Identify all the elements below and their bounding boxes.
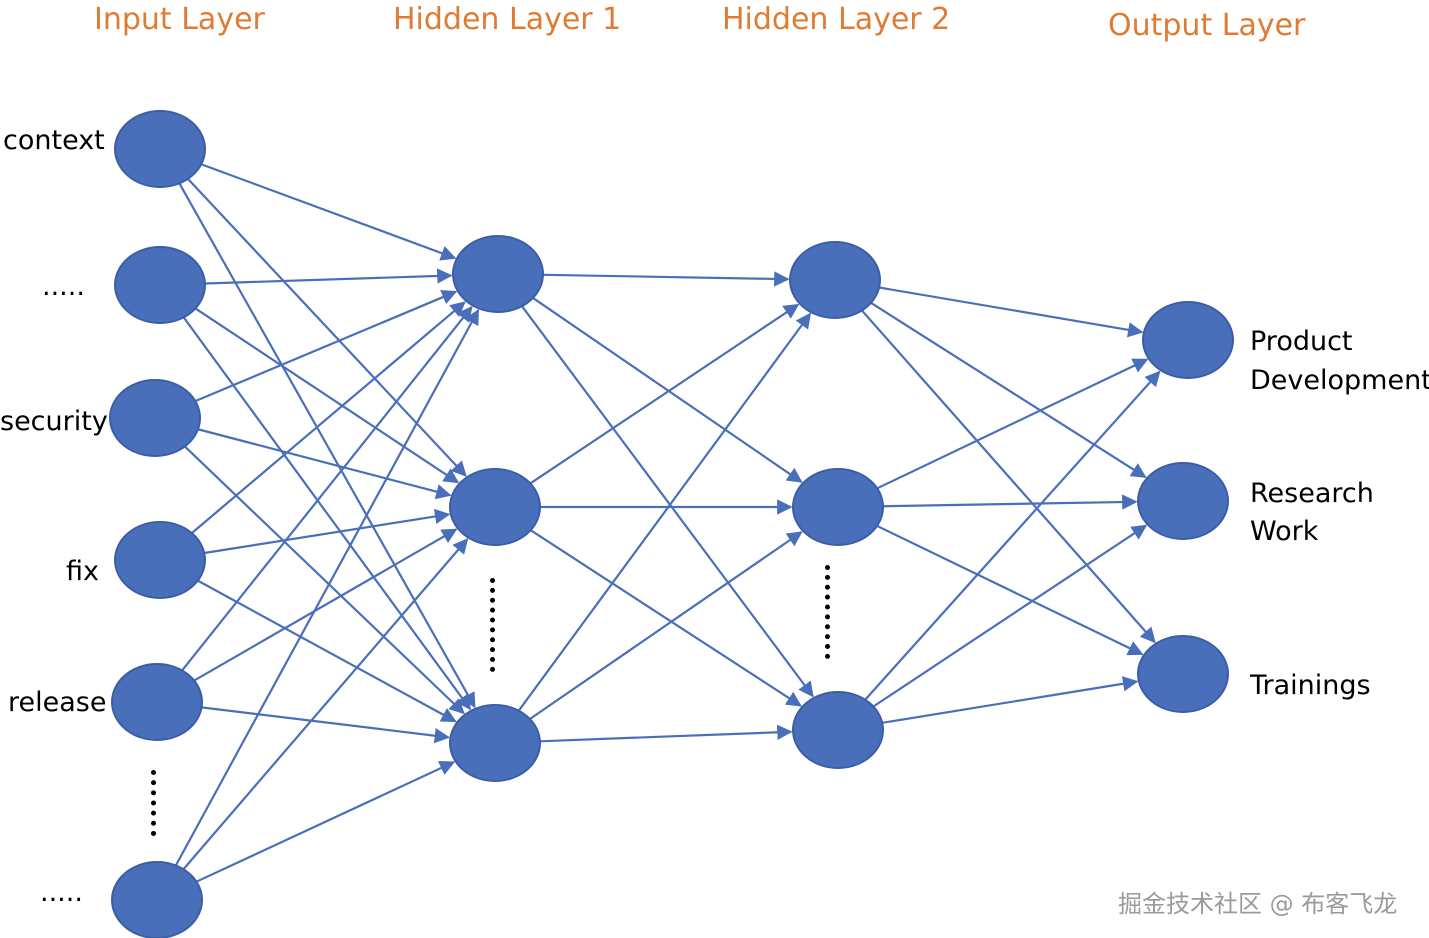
- hidden1-node-0: [452, 235, 544, 313]
- input-hidden1-edge-5-0: [174, 308, 480, 867]
- output-label-work: Work: [1250, 516, 1319, 547]
- input-label-context: context: [3, 125, 105, 156]
- input-label-fix: fix: [66, 556, 99, 587]
- input-layer-vertical-dots: [151, 770, 156, 836]
- hidden1-hidden2-edge-2-1: [529, 531, 803, 720]
- neuron-nodes: [109, 110, 1234, 938]
- input-hidden1-edge-4-2: [201, 706, 451, 744]
- input-hidden1-edge-3-0: [191, 301, 466, 534]
- input-node-3: [114, 521, 206, 599]
- hidden1-hidden2-edge-0-2: [521, 305, 814, 698]
- connection-edges: [174, 163, 1161, 883]
- input-node-4: [111, 663, 203, 741]
- hidden2-output-edge-0-0: [878, 286, 1144, 338]
- input-label-security: security: [0, 406, 108, 437]
- input-hidden1-edge-3-2: [197, 579, 457, 723]
- input-hidden1-edge-1-1: [194, 307, 460, 484]
- hidden2-output-edge-2-0: [864, 370, 1161, 701]
- hidden2-node-0: [789, 241, 881, 319]
- hidden2-output-edge-0-1: [870, 301, 1147, 479]
- hidden1-hidden2-edge-2-2: [539, 724, 793, 743]
- watermark-text: 掘金技术社区 @ 布客飞龙: [1118, 890, 1398, 918]
- input-hidden1-edge-2-1: [197, 428, 452, 500]
- hidden2-output-edge-1-0: [876, 358, 1149, 490]
- input-hidden1-edge-4-0: [181, 305, 473, 672]
- hidden-layer-1-vertical-dots: [490, 578, 495, 672]
- input-node-0: [114, 110, 206, 188]
- output-label-product: Product: [1250, 326, 1353, 357]
- output-node-0: [1142, 301, 1234, 379]
- hidden-layer-2-title: Hidden Layer 2: [722, 2, 951, 37]
- hidden1-hidden2-edge-1-0: [529, 303, 800, 485]
- input-node-1: [114, 246, 206, 324]
- input-hidden1-edge-5-2: [195, 761, 456, 883]
- input-hidden1-edge-1-0: [204, 268, 453, 285]
- hidden1-hidden2-edge-0-0: [542, 271, 790, 287]
- hidden2-node-2: [792, 691, 884, 769]
- hidden-layer-2-vertical-dots: [825, 565, 830, 659]
- input-node-5: [111, 861, 203, 938]
- input-label-release: release: [8, 687, 107, 718]
- hidden1-node-1: [449, 468, 541, 546]
- input-hidden1-edge-1-2: [182, 316, 472, 711]
- output-label-trainings: Trainings: [1250, 670, 1371, 701]
- hidden2-output-edge-0-2: [861, 309, 1156, 644]
- output-label-research: Research: [1250, 478, 1374, 509]
- input-hidden1-edge-4-1: [193, 528, 458, 682]
- input-hidden1-edge-0-2: [178, 182, 476, 709]
- input-node-2: [109, 379, 201, 457]
- input-label-ellipsis-2: .....: [40, 877, 83, 908]
- hidden-layer-1-title: Hidden Layer 1: [393, 2, 622, 37]
- input-hidden1-edge-2-2: [184, 445, 465, 715]
- hidden1-node-2: [449, 704, 541, 782]
- input-hidden1-edge-0-1: [187, 178, 467, 477]
- output-node-2: [1137, 635, 1229, 713]
- output-layer-title: Output Layer: [1108, 8, 1306, 43]
- hidden2-output-edge-2-1: [872, 524, 1148, 708]
- input-hidden1-edge-0-0: [200, 163, 457, 261]
- hidden1-hidden2-edge-1-2: [530, 529, 802, 707]
- hidden1-hidden2-edge-0-1: [532, 297, 803, 483]
- input-hidden1-edge-2-0: [194, 289, 458, 403]
- hidden1-hidden2-edge-2-0: [517, 312, 812, 712]
- input-layer-title: Input Layer: [94, 2, 265, 37]
- input-hidden1-edge-5-1: [182, 538, 469, 870]
- hidden2-output-edge-1-2: [876, 524, 1144, 656]
- output-node-1: [1137, 462, 1229, 540]
- hidden2-output-edge-2-2: [882, 676, 1139, 724]
- input-hidden1-edge-3-1: [204, 508, 451, 555]
- hidden2-node-1: [792, 468, 884, 546]
- hidden2-output-edge-1-1: [882, 494, 1138, 510]
- input-label-ellipsis-1: .....: [42, 271, 85, 302]
- output-label-development: Development: [1250, 365, 1429, 396]
